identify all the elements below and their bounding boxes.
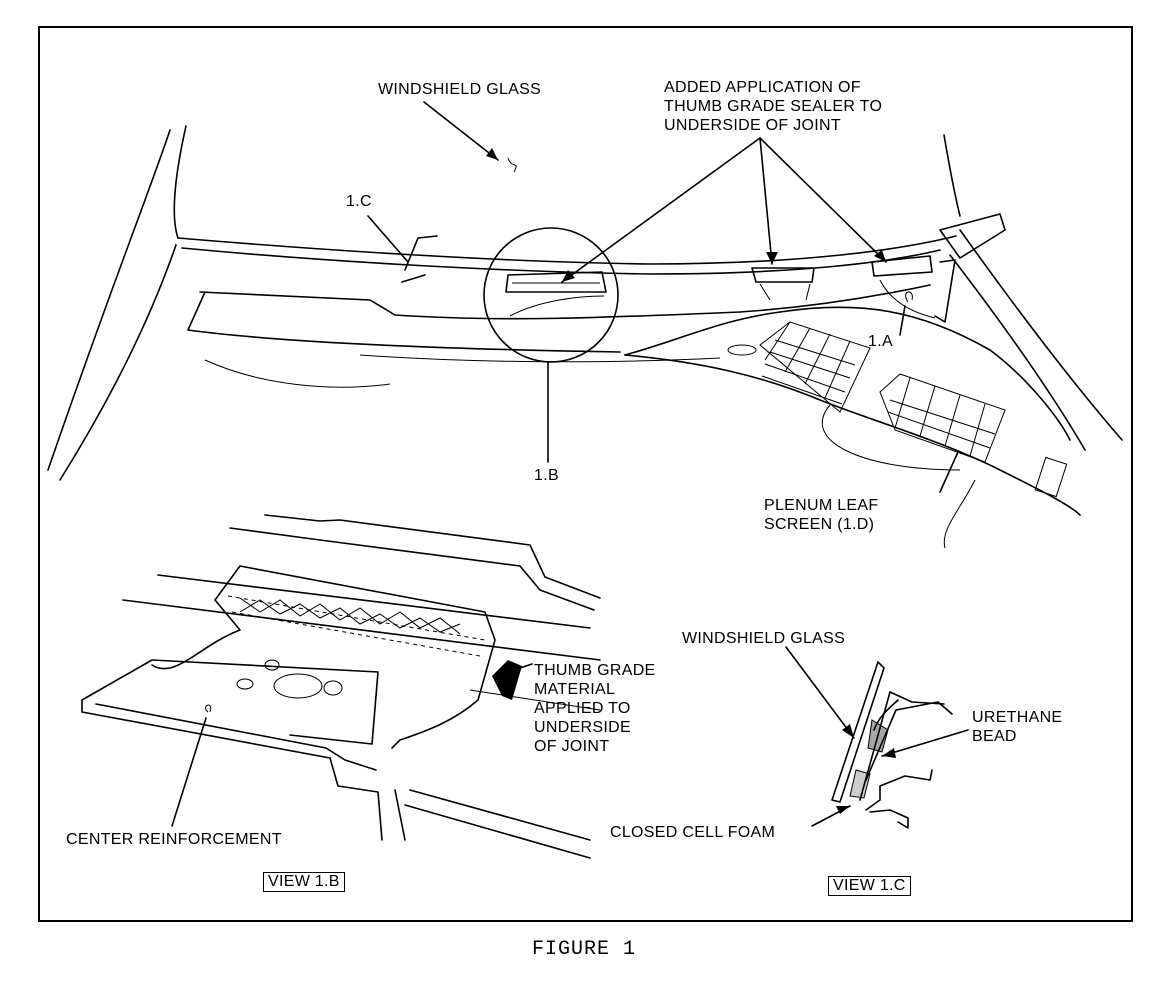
view-1c-leaders [785, 646, 969, 827]
label-callout-1c: 1.C [346, 193, 372, 210]
sealer-application-left [505, 271, 607, 317]
detail-circle-1b [483, 227, 619, 363]
label-callout-1a: 1.A [868, 333, 893, 350]
view-1b-drawing [81, 514, 601, 859]
label-windshield-glass-detail: WINDSHIELD GLASS [682, 630, 846, 647]
label-windshield-glass: WINDSHIELD GLASS [378, 81, 542, 98]
label-added-application: ADDED APPLICATION OF THUMB GRADE SEALER … [664, 79, 883, 134]
main-view-leaders [367, 101, 959, 493]
view-1c-drawing [831, 661, 953, 829]
sealer-application-center [751, 267, 815, 301]
figure-caption: FIGURE 1 [531, 938, 636, 961]
label-urethane-bead: URETHANE BEAD [972, 709, 1063, 745]
label-view-1b: VIEW 1.B [263, 872, 345, 892]
label-center-reinforcement: CENTER REINFORCEMENT [66, 831, 282, 848]
label-plenum-leaf-screen: PLENUM LEAF SCREEN (1.D) [764, 497, 879, 533]
view-1b-leaders [171, 663, 533, 827]
main-view-drawing [47, 125, 1123, 549]
label-thumb-grade-material: THUMB GRADE MATERIAL APPLIED TO UNDERSID… [534, 662, 656, 755]
label-closed-cell-foam: CLOSED CELL FOAM [610, 824, 776, 841]
sealer-application-right [871, 255, 933, 277]
label-callout-1b: 1.B [534, 467, 559, 484]
label-view-1c: VIEW 1.C [828, 876, 911, 896]
